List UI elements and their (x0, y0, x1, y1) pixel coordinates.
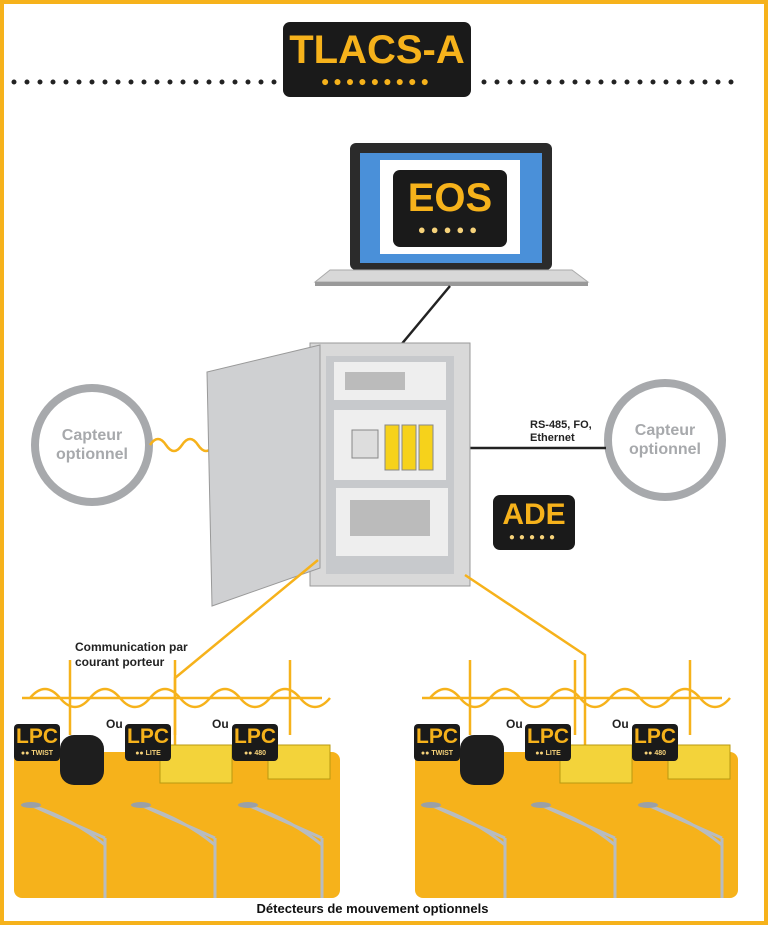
plc-label: Communication par courant porteur (75, 640, 188, 670)
sensor-right-line1: Capteur (634, 422, 696, 439)
cabinet-icon (206, 342, 471, 607)
street-light-icon (249, 804, 324, 898)
eos-badge: EOS ●●●●● (393, 170, 507, 247)
sensor-left-line2: optionnel (56, 446, 128, 463)
lpc-badge-sub-text: 480 (654, 750, 667, 757)
lpc-badge-sub-text: TWIST (31, 750, 54, 757)
street-light-icon (432, 804, 507, 898)
lpc-badge-name: LPC (16, 725, 58, 748)
sensor-left-line1: Capteur (61, 427, 123, 444)
eos-text: EOS (407, 176, 493, 220)
lpc-badge-sub-text: LITE (145, 750, 161, 757)
plc-wave (29, 687, 331, 709)
or-label: Ou (212, 717, 229, 731)
plc-label-line2: courant porteur (75, 655, 165, 669)
ade-text: ADE (502, 498, 566, 531)
plc-label-line1: Communication par (75, 640, 188, 654)
lpc-badge-sub: ●● LITE (535, 750, 561, 757)
lpc-badge-twist: LPC ●● TWIST (414, 724, 460, 761)
street-panel-right (415, 752, 738, 898)
network-link-label: RS-485, FO, Ethernet (530, 419, 592, 445)
lpc-badge-480: LPC ●● 480 (232, 724, 278, 761)
lpc-badge-sub: ●● 480 (243, 750, 267, 757)
street-light-head (638, 802, 658, 808)
lpc-badge-sub: ●● LITE (135, 750, 161, 757)
lpc-badge-lite: LPC ●● LITE (125, 724, 171, 761)
lpc-480-device (667, 744, 731, 780)
or-label: Ou (612, 717, 629, 731)
street-panel-left (14, 752, 340, 898)
street-light-head (531, 802, 551, 808)
sensor-right-ring (604, 379, 726, 501)
sensor-left-ring (31, 384, 153, 506)
lpc-badge-name: LPC (527, 725, 569, 748)
network-link-label-line1: RS-485, FO, (530, 419, 592, 431)
sensor-left-label: Capteur optionnel (40, 426, 144, 464)
footer-caption: Détecteurs de mouvement optionnels (256, 901, 489, 916)
or-label: Ou (506, 717, 523, 731)
street-light-icon (649, 804, 724, 898)
or-label: Ou (106, 717, 123, 731)
ade-badge: ADE ●●●●● (493, 495, 575, 550)
sensor-right-label: Capteur optionnel (613, 421, 717, 459)
street-light-head (131, 802, 151, 808)
lpc-badge-lite: LPC ●● LITE (525, 724, 571, 761)
title-text: TLACS-A (289, 28, 465, 72)
lpc-badge-sub-text: LITE (545, 750, 561, 757)
network-link-label-line2: Ethernet (530, 432, 575, 444)
plc-wave-left-sensor (148, 437, 216, 453)
ade-dots: ●●●●● (508, 532, 560, 543)
lpc-badge-name: LPC (634, 725, 676, 748)
street-light-head (238, 802, 258, 808)
lpc-badge-sub: ●● TWIST (420, 750, 454, 757)
plc-wave (429, 687, 731, 709)
plc-link-right (464, 573, 587, 760)
lpc-badge-sub-text: TWIST (431, 750, 454, 757)
lpc-twist-device (60, 735, 104, 785)
street-light-head (21, 802, 41, 808)
lpc-480-device (267, 744, 331, 780)
sensor-right-line2: optionnel (629, 441, 701, 458)
street-light-icon (32, 804, 107, 898)
eos-dots: ●●●●● (417, 222, 483, 237)
network-link-laptop (399, 285, 451, 347)
lpc-lite-device (159, 744, 233, 784)
lpc-badge-480: LPC ●● 480 (632, 724, 678, 761)
title-badge: TLACS-A ●●●●●●●●● (283, 22, 471, 97)
lpc-badge-twist: LPC ●● TWIST (14, 724, 60, 761)
lpc-badge-name: LPC (127, 725, 169, 748)
street-light-head (421, 802, 441, 808)
lpc-badge-sub: ●● TWIST (20, 750, 54, 757)
title-dots: ●●●●●●●●● (320, 73, 434, 89)
lpc-badge-name: LPC (416, 725, 458, 748)
lpc-twist-device (460, 735, 504, 785)
street-light-icon (142, 804, 217, 898)
lpc-lite-device (559, 744, 633, 784)
street-light-icon (542, 804, 617, 898)
lpc-badge-name: LPC (234, 725, 276, 748)
lpc-badge-sub: ●● 480 (643, 750, 667, 757)
lpc-badge-sub-text: 480 (254, 750, 267, 757)
